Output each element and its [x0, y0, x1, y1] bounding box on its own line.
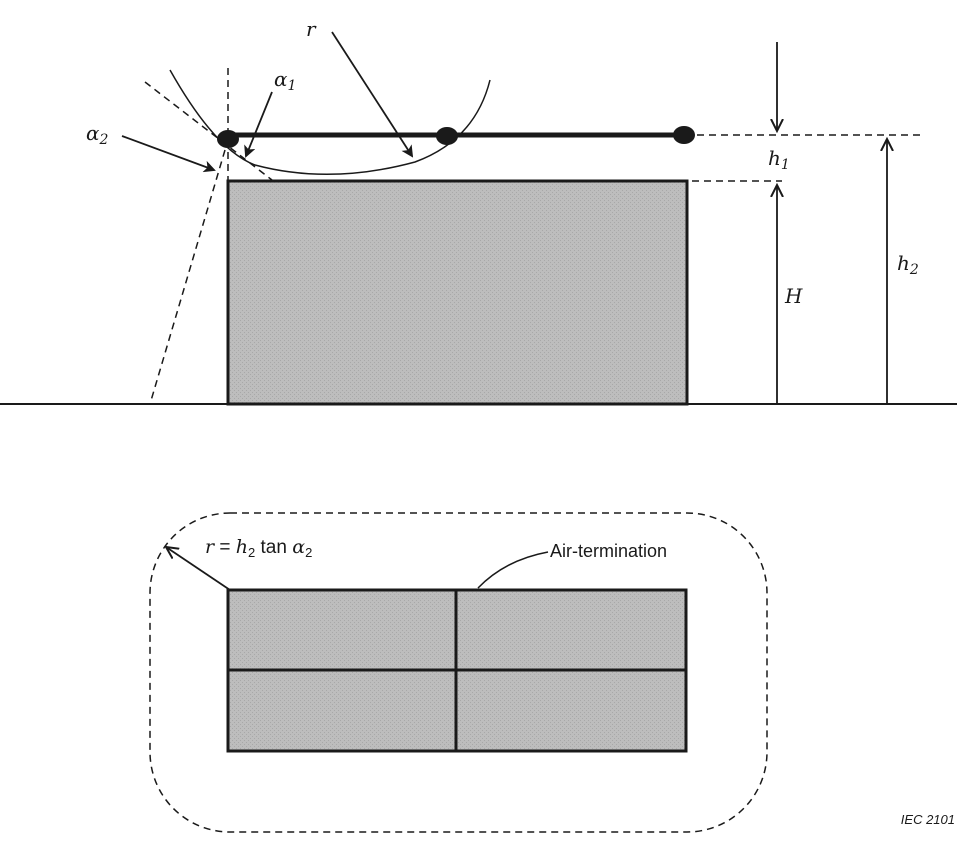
alpha2-leader-arrow	[121, 135, 216, 173]
h1-label: h1	[768, 146, 790, 173]
figure-reference: IEC 2101	[901, 812, 955, 827]
protection-angle-line-upper	[144, 81, 273, 181]
rolling-sphere-arc	[169, 69, 491, 176]
radius-arrow	[166, 547, 231, 591]
r-label: r	[306, 17, 317, 41]
plan-view: r = h2 tan α2 Air-termination	[149, 512, 768, 833]
alpha1-leader-arrow	[244, 91, 273, 158]
protection-angle-line-lower	[149, 149, 226, 405]
conductor-node-right	[673, 126, 695, 144]
h2-label: h2	[897, 251, 919, 278]
building	[226, 179, 689, 406]
radius-formula: r = h2 tan α2	[205, 536, 312, 560]
H-label: H	[784, 284, 803, 308]
air-termination-label: Air-termination	[550, 541, 667, 561]
r-leader-arrow	[331, 31, 414, 158]
alpha2-label: α2	[86, 121, 109, 148]
air-termination-leader	[477, 551, 549, 589]
conductor-node-middle	[436, 127, 458, 145]
alpha1-label: α1	[274, 67, 296, 94]
elevation-view: r α1 α2 h1 H h2	[0, 17, 957, 406]
protected-zone-outline	[149, 512, 768, 833]
